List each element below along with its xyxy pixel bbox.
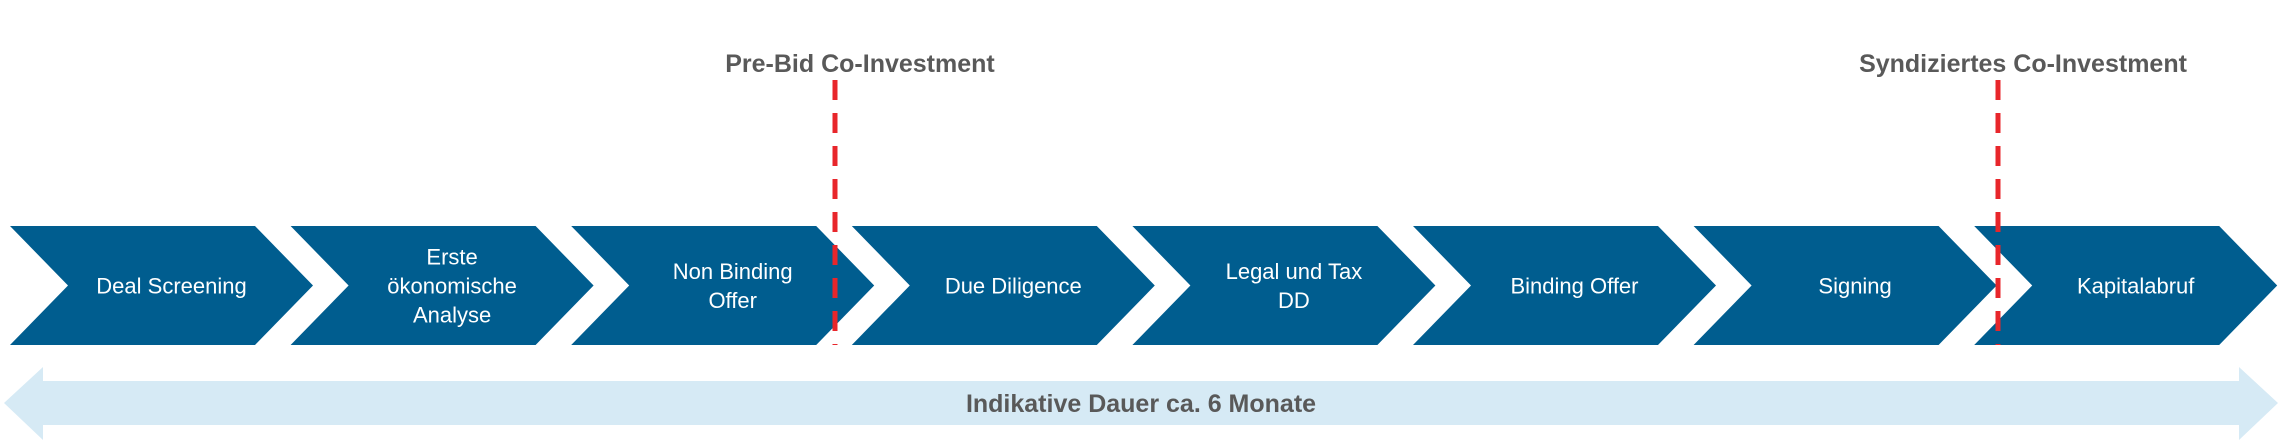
chevron-shape <box>571 226 875 345</box>
step-label: Deal Screening <box>96 274 246 299</box>
step-label: Analyse <box>413 303 491 328</box>
step-label: Due Diligence <box>945 274 1082 299</box>
milestones: Pre-Bid Co-Investment Syndiziertes Co-Inv… <box>725 50 2188 345</box>
duration-arrow: Indikative Dauer ca. 6 Monate <box>4 367 2278 440</box>
process-step: Deal Screening <box>10 226 313 345</box>
step-label: Non Binding <box>673 259 793 284</box>
double-arrow-shape <box>4 367 2278 440</box>
step-label: DD <box>1278 288 1310 313</box>
process-step: Signing <box>1693 226 1997 345</box>
process-step: Due Diligence <box>851 226 1155 345</box>
step-label: Legal und Tax <box>1226 259 1363 284</box>
step-label: Offer <box>708 288 757 313</box>
step-label: Binding Offer <box>1510 274 1638 299</box>
process-step: Kapitalabruf <box>1974 226 2278 345</box>
chevron-shape <box>10 226 313 345</box>
step-label: Signing <box>1818 274 1891 299</box>
chevron-shape <box>1974 226 2278 345</box>
step-label: Erste <box>426 245 477 270</box>
chevron-shape <box>290 226 594 345</box>
step-label: ökonomische <box>387 274 517 299</box>
chevron-shape <box>1413 226 1716 345</box>
milestone-label: Syndiziertes Co-Investment <box>1859 50 2188 78</box>
milestone-label: Pre-Bid Co-Investment <box>725 50 995 78</box>
chevron-shape <box>1693 226 1997 345</box>
chevron-shape <box>851 226 1155 345</box>
duration-label: Indikative Dauer ca. 6 Monate <box>966 390 1316 418</box>
chevron-shape <box>1132 226 1436 345</box>
step-label: Kapitalabruf <box>2077 274 2195 299</box>
process-step: Binding Offer <box>1413 226 1716 345</box>
